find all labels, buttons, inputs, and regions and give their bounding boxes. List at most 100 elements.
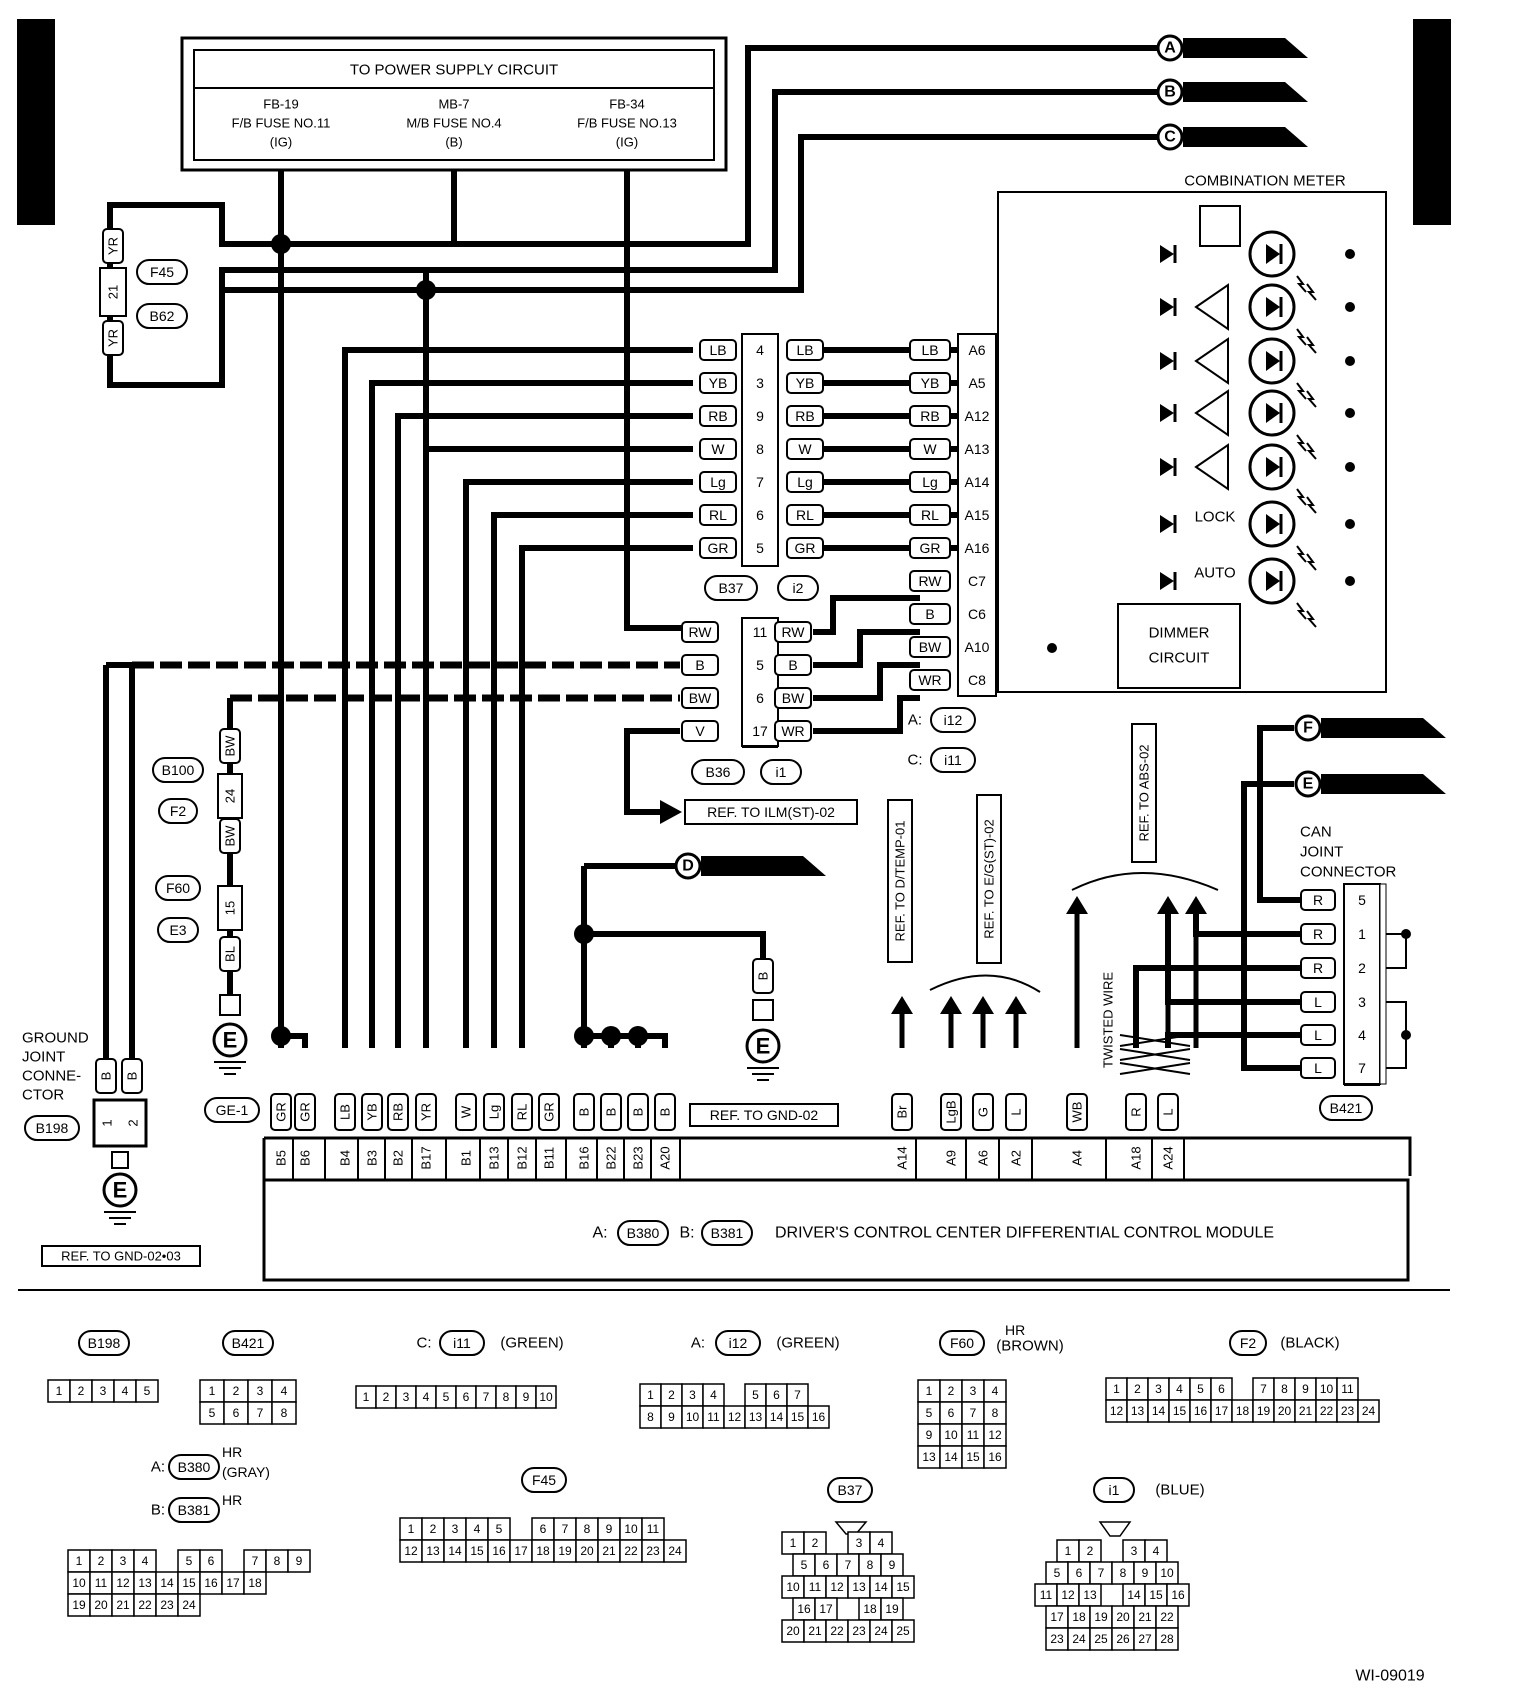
conn-view-F45-pin: 10	[624, 1522, 638, 1536]
b37-id	[704, 575, 758, 601]
meter-diode-body	[1160, 245, 1174, 263]
fuse-id: FB-19	[263, 97, 298, 112]
conn-view-i1-pin: 2	[1087, 1544, 1094, 1558]
meter-led-ray	[1306, 336, 1317, 354]
view-f45-id	[521, 1467, 567, 1493]
conn-view-i1-pin: 7	[1098, 1566, 1105, 1580]
can-wire-tag	[1300, 889, 1336, 911]
conn-view-B421-pin: 3	[257, 1384, 264, 1398]
page-ref-B-target: DCC-02	[1192, 84, 1246, 101]
can-wire-tag	[1300, 1024, 1336, 1046]
junction-B22	[601, 1026, 621, 1046]
conn-view-i12-cell	[807, 1405, 830, 1429]
wire-RW-power	[624, 170, 693, 631]
b37-pin: 6	[756, 507, 764, 523]
twisted-wire-label: TWISTED WIRE	[1101, 972, 1116, 1068]
conn-view-F2-pin: 1	[1113, 1382, 1120, 1396]
meter-diode-body	[1160, 298, 1174, 316]
ground-joint-title: CTOR	[22, 1087, 64, 1104]
view-b380-prefix: A:	[151, 1459, 165, 1476]
b36-id-text: B36	[706, 764, 731, 780]
conn-view-F60-pin: 8	[992, 1406, 999, 1420]
module-terminal-wire	[891, 1093, 913, 1131]
conn-view-F45-pin: 9	[606, 1522, 613, 1536]
b37-pin: 8	[756, 441, 764, 457]
conn-view-F45-pin: 2	[430, 1522, 437, 1536]
conn-view-F45-pin: 19	[558, 1544, 572, 1558]
module-terminal-pin: B12	[515, 1146, 530, 1169]
meter-led-symbol	[1266, 457, 1280, 477]
module-terminal-wire	[573, 1093, 595, 1131]
b100-wire-2	[219, 818, 241, 854]
conn-view-F60-pin: 13	[922, 1450, 936, 1464]
ilm-arrow	[660, 800, 682, 824]
conn-view-B37-pin: 21	[808, 1624, 822, 1638]
i2-id	[777, 575, 819, 601]
arrow-dtemp-head	[891, 996, 913, 1014]
meter-led-ray	[1306, 390, 1317, 408]
can-wire-tag	[1300, 991, 1336, 1013]
wire-RL	[491, 512, 693, 1048]
module-terminal-wire	[387, 1093, 409, 1131]
module-terminal-wire	[1005, 1093, 1027, 1131]
module-terminal-pin: B6	[298, 1150, 313, 1166]
wire-BW-meter	[813, 662, 920, 701]
abs-bracket	[1071, 872, 1219, 891]
b36-pin: 5	[756, 657, 764, 673]
module-terminal-wire-text: GR	[298, 1102, 313, 1122]
conn-view-B421-cell	[271, 1401, 297, 1425]
view-f2-id	[1229, 1330, 1267, 1356]
view-f2-id-text: F2	[1240, 1335, 1257, 1351]
conn-view-F60-pin: 6	[948, 1406, 955, 1420]
conn-view-i1-pin: 1	[1065, 1544, 1072, 1558]
can-bridge-R	[1386, 933, 1407, 969]
conn-view-i12-pin: 13	[749, 1410, 763, 1424]
view-i11-id-text: i11	[453, 1335, 471, 1351]
meter-led-symbol	[1266, 351, 1280, 371]
b37-wire-left-text: W	[711, 441, 725, 457]
conn-view-B421-pin: 6	[233, 1406, 240, 1420]
meter-arrow-symbol	[1194, 443, 1229, 491]
conn-view-i12-pin: 8	[647, 1410, 654, 1424]
conn-view-B37-pin: 22	[830, 1624, 844, 1638]
f45-id	[136, 259, 188, 285]
module-terminal-wire	[455, 1093, 477, 1131]
b37-wire-right-text: RB	[795, 408, 814, 424]
fuse-mode: (IG)	[270, 135, 292, 150]
page-ref-B-flag	[1183, 82, 1308, 102]
view-f60-id	[939, 1330, 985, 1356]
conn-view-B37-pin: 20	[786, 1624, 800, 1638]
can-pin: 3	[1358, 994, 1366, 1010]
e3-id	[157, 917, 199, 943]
wire-GR	[519, 545, 693, 1048]
wire-YB	[369, 380, 693, 1048]
meter-pin: A6	[968, 342, 985, 358]
can-wire-tag-text: L	[1314, 1027, 1322, 1043]
conn-view-i11-pin: 9	[523, 1390, 530, 1404]
conn-view-F45-pin: 13	[426, 1544, 440, 1558]
conn-view-F45-pin: 11	[647, 1522, 660, 1536]
conn-view-i11-cell	[535, 1385, 557, 1409]
i11-id	[930, 747, 976, 773]
f45-wire-bot-text: YR	[106, 329, 121, 347]
conn-view-B37-pin: 9	[889, 1558, 896, 1572]
conn-view-B381-pin: 11	[95, 1576, 108, 1590]
b62-id-text: B62	[150, 308, 175, 324]
module-terminal-wire	[600, 1093, 622, 1131]
wire-can-L7	[1241, 968, 1300, 1071]
meter-indicator-box	[1199, 205, 1241, 247]
f2-id	[158, 798, 198, 824]
can-connector	[1343, 883, 1381, 1085]
meter-led-ray	[1306, 283, 1317, 301]
conn-view-B421-pin: 4	[281, 1384, 288, 1398]
b421-id	[1319, 1095, 1373, 1121]
meter-pin: A13	[965, 441, 990, 457]
conn-view-F45-pin: 24	[668, 1544, 682, 1558]
b37-wire-right-text: LB	[796, 342, 813, 358]
wire-B-bus	[584, 1033, 668, 1048]
conn-view-i12-pin: 4	[710, 1388, 717, 1402]
can-pin: 4	[1358, 1027, 1366, 1043]
meter-junction	[1345, 462, 1355, 472]
page-ref-D-circle	[674, 852, 702, 880]
b37-wire-right	[786, 471, 824, 493]
